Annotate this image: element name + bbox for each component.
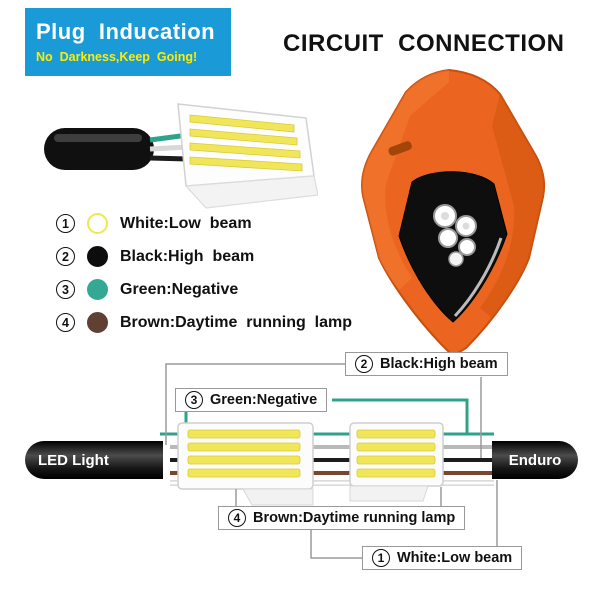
vent-slot [388, 141, 412, 156]
callout-label: Brown:Daytime running lamp [253, 510, 456, 526]
right-cable-label: Enduro [508, 451, 562, 469]
callout-label: Black:High beam [380, 356, 498, 372]
legend-number: 1 [56, 214, 75, 233]
legend-item-black: 2 Black:High beam [56, 245, 352, 268]
callout-number: 3 [185, 391, 203, 409]
callout-number: 2 [355, 355, 373, 373]
callout-black-high-beam: 2 Black:High beam [345, 352, 508, 376]
legend-item-brown: 4 Brown:Daytime running lamp [56, 311, 352, 334]
callout-white-low-beam: 1 White:Low beam [362, 546, 523, 570]
callout-brown-daytime-lamp: 4 Brown:Daytime running lamp [218, 506, 466, 530]
page-title: CIRCUIT CONNECTION [283, 30, 565, 57]
callout-green-negative: 3 Green:Negative [175, 388, 328, 412]
headlight-mask-illustration [361, 68, 546, 358]
harness-wires [170, 445, 494, 486]
legend-label: Brown:Daytime running lamp [120, 313, 353, 331]
left-connector-latch [242, 488, 314, 506]
callout-number: 1 [372, 549, 390, 567]
led-light-cable: LED Light [25, 441, 163, 479]
legend-number: 3 [56, 280, 75, 299]
callout-number: 4 [228, 509, 246, 527]
plug-indication-banner: Plug Inducation No Darkness,Keep Going! [25, 8, 231, 76]
legend-label: Black:High beam [120, 247, 255, 265]
right-connector [349, 422, 444, 502]
callout-label: White:Low beam [397, 550, 513, 566]
black-wire-swatch [87, 246, 108, 267]
white-wire-swatch [87, 213, 108, 234]
led-cluster [433, 204, 477, 267]
plug-pins [189, 114, 303, 172]
plug-latch [184, 175, 318, 209]
legend-label: Green:Negative [120, 280, 239, 298]
green-wire-swatch [87, 279, 108, 300]
right-connector-pins [356, 429, 436, 478]
enduro-cable: Enduro [492, 441, 578, 479]
legend-number: 2 [56, 247, 75, 266]
legend-label: White:Low beam [120, 214, 252, 232]
right-connector-latch [349, 485, 429, 502]
brown-wire-swatch [87, 312, 108, 333]
wire-legend: 1 White:Low beam 2 Black:High beam 3 Gre… [56, 212, 352, 334]
banner-title: Plug Inducation [36, 19, 216, 45]
left-connector-pins [187, 429, 301, 478]
legend-item-green: 3 Green:Negative [56, 278, 352, 301]
legend-number: 4 [56, 313, 75, 332]
left-connector [177, 422, 314, 506]
banner-subtitle: No Darkness,Keep Going! [36, 49, 198, 64]
left-cable-label: LED Light [38, 451, 109, 469]
legend-item-white: 1 White:Low beam [56, 212, 352, 235]
plug-connector-illustration [44, 103, 318, 209]
callout-label: Green:Negative [210, 392, 318, 408]
